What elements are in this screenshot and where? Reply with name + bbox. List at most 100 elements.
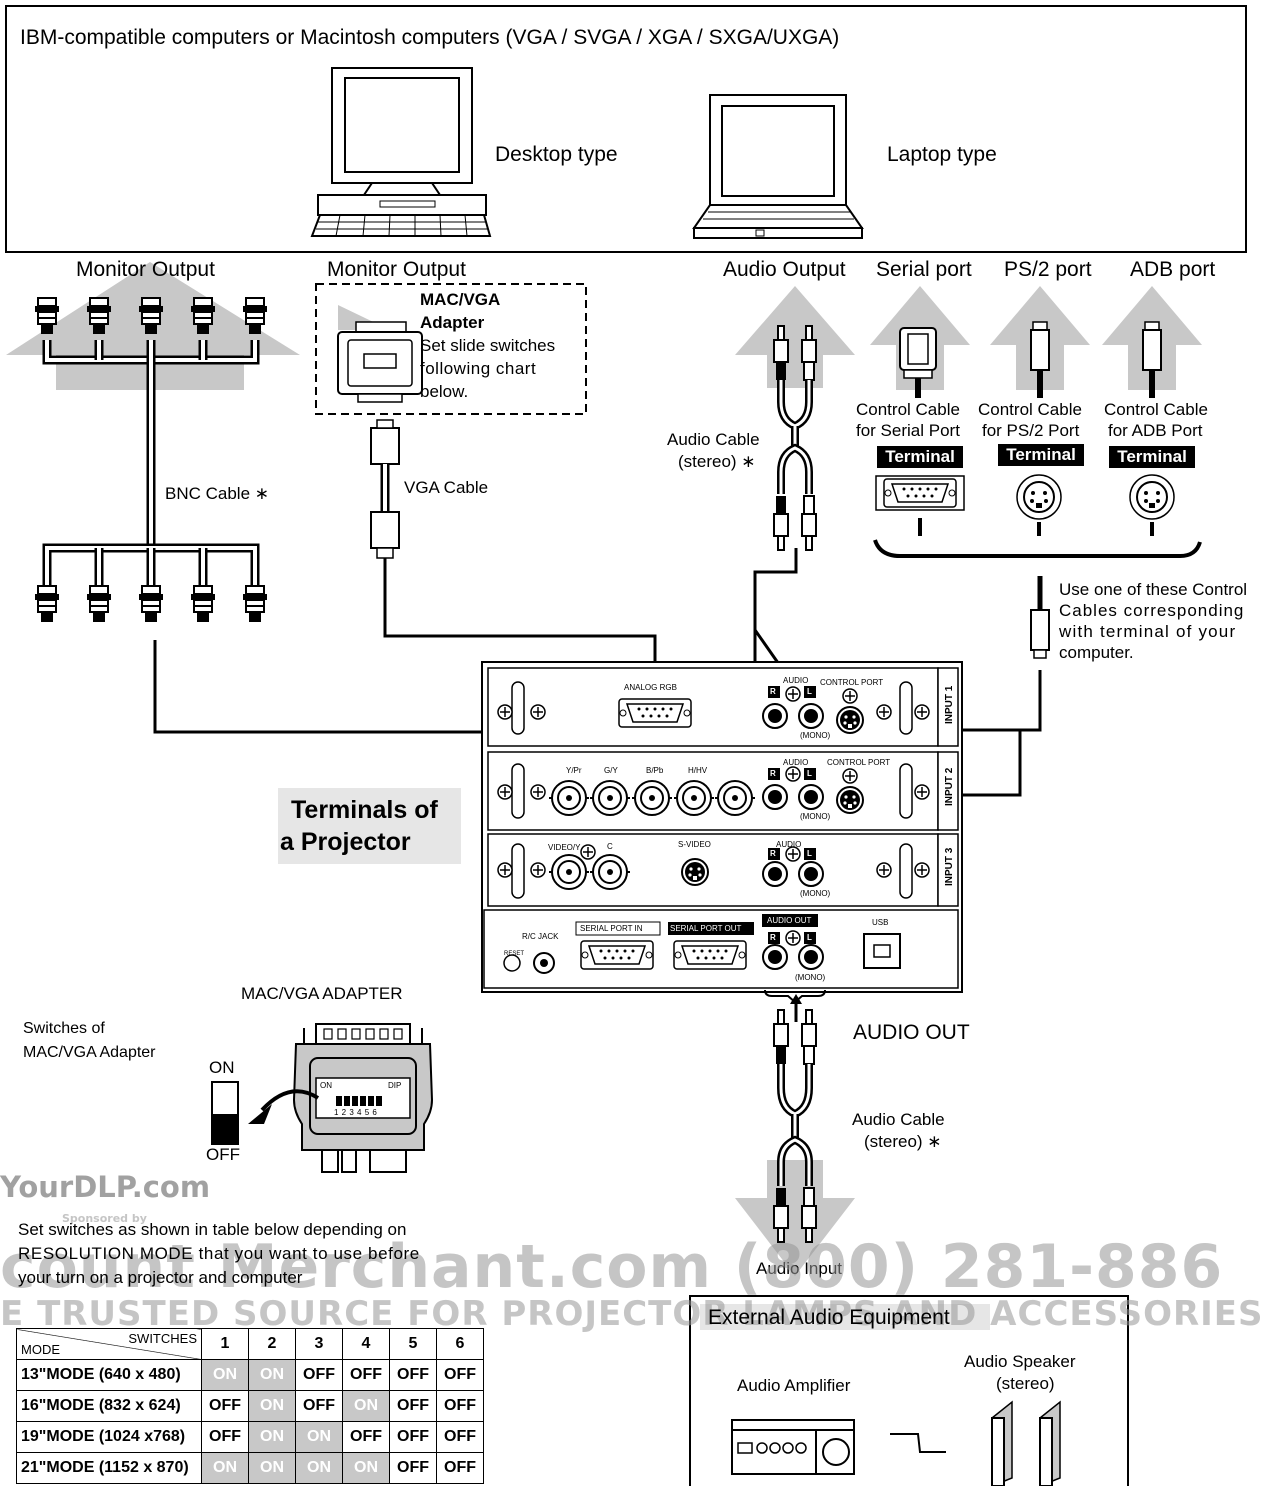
corner-mode-label: MODE [21, 1342, 60, 1357]
l-label-1: L [807, 687, 812, 696]
audio-cable-bottom-label-1: Audio Cable [852, 1110, 945, 1129]
switch-cell: ON [295, 1452, 343, 1484]
audio-out-small-label: AUDIO OUT [767, 916, 812, 925]
ps2-terminal-icon [1016, 474, 1062, 536]
h-hv-label: H/HV [688, 766, 708, 775]
instructions-line-2: RESOLUTION MODE that you want to use bef… [18, 1244, 420, 1263]
switch-cell: OFF [389, 1390, 437, 1422]
use-one-note-4: computer. [1059, 643, 1134, 662]
adb-terminal-icon [1129, 474, 1175, 536]
switch-cell: OFF [436, 1452, 484, 1484]
col-header-6: 6 [436, 1328, 484, 1360]
use-one-note-1: Use one of these Control [1059, 580, 1248, 599]
mono-label-4: (MONO) [795, 973, 826, 982]
laptop-label: Laptop type [887, 143, 997, 166]
ps2-port-label: PS/2 port [1004, 258, 1092, 281]
switch-cell: ON [201, 1452, 249, 1484]
input-2-label: INPUT 2 [944, 767, 955, 806]
dip-on-label: ON [320, 1081, 332, 1090]
mono-label-1: (MONO) [800, 731, 831, 740]
speaker-icon [991, 1400, 1061, 1486]
switch-cell: OFF [342, 1421, 390, 1453]
audio-cable-bottom-label-2: (stereo) ∗ [864, 1132, 942, 1151]
l-label-2: L [807, 769, 812, 778]
mono-label-3: (MONO) [800, 889, 831, 898]
g-y-label: G/Y [604, 766, 618, 775]
col-header-2: 2 [248, 1328, 296, 1360]
control-cables-brace [873, 539, 1202, 558]
dip-numbers-label: 1 2 3 4 5 6 [334, 1108, 378, 1117]
switches-label-1: Switches of [23, 1020, 105, 1037]
switch-cell: ON [201, 1359, 249, 1391]
serial-port-out-label: SERIAL PORT OUT [670, 924, 742, 933]
s-video-label: S-VIDEO [678, 840, 711, 849]
mac-vga-adapter-icon [337, 321, 423, 403]
switch-cell: OFF [342, 1359, 390, 1391]
computers-frame [5, 5, 1247, 253]
amplifier-label: Audio Amplifier [737, 1376, 851, 1395]
control-port-label-1: CONTROL PORT [820, 678, 884, 687]
switch-cell: ON [248, 1390, 296, 1422]
watermark-sponsored: Sponsored by [62, 1212, 147, 1225]
dip-label: DIP [388, 1081, 402, 1090]
table-row: 13"MODE (640 x 480) ON ON OFF OFF OFF OF… [16, 1359, 484, 1391]
y-pr-label: Y/Pr [566, 766, 582, 775]
watermark-merchant: count Merchant.com (800) 281-886 [0, 1232, 1224, 1302]
input-1-label: INPUT 1 [944, 685, 955, 724]
control-port-label-2: CONTROL PORT [827, 758, 891, 767]
analog-rgb-label: ANALOG RGB [624, 683, 677, 692]
slide-switch-icon [211, 1081, 239, 1145]
switch-cell: OFF [201, 1421, 249, 1453]
bnc-connectors-bottom [34, 585, 268, 623]
serial-terminal-icon [875, 475, 965, 536]
input-3-label: INPUT 3 [944, 847, 955, 886]
adapter-note-title-2: Adapter [420, 313, 485, 332]
corner-switches-label: SWITCHES [128, 1331, 197, 1346]
monitor-output-label-2: Monitor Output [327, 258, 466, 281]
instructions-line-1: Set switches as shown in table below dep… [18, 1220, 407, 1239]
col-header-4: 4 [342, 1328, 390, 1360]
adb-port-label: ADB port [1130, 258, 1216, 281]
vga-cable-label: VGA Cable [404, 478, 489, 497]
adapter-note-line-5: below. [420, 382, 469, 401]
terminal-badge-ps2: Terminal [998, 444, 1084, 466]
b-pb-label: B/Pb [646, 766, 664, 775]
mac-vga-adapter-detail-icon [292, 1023, 434, 1173]
switch-cell: ON [248, 1359, 296, 1391]
c-label: C [607, 842, 613, 851]
switch-cell: OFF [389, 1359, 437, 1391]
r-label-4: R [770, 933, 776, 942]
switch-cell: OFF [436, 1390, 484, 1422]
audio-cable-top-label-1: Audio Cable [667, 430, 760, 449]
audio-input-label: Audio Input [756, 1259, 843, 1278]
switch-cell: OFF [389, 1421, 437, 1453]
monitor-output-label-1: Monitor Output [76, 258, 215, 281]
control-cable-ps2-2: for PS/2 Port [982, 421, 1080, 440]
use-one-note-2: Cables corresponding [1059, 601, 1245, 620]
ps2-control-cable [1030, 321, 1050, 398]
serial-control-cable [899, 327, 937, 398]
mode-cell: 13"MODE (640 x 480) [16, 1359, 202, 1391]
control-cable-adb-1: Control Cable [1104, 400, 1208, 419]
switch-cell: ON [342, 1390, 390, 1422]
audio-cable-bottom [773, 994, 817, 1243]
switch-on-label: ON [209, 1058, 235, 1077]
switch-cell: ON [248, 1452, 296, 1484]
video-y-label: VIDEO/Y [548, 843, 581, 852]
speaker-label-1: Audio Speaker [964, 1352, 1076, 1371]
switch-cell: OFF [436, 1421, 484, 1453]
switch-arrow [260, 1089, 320, 1112]
speaker-label-2: (stereo) [996, 1374, 1055, 1393]
mono-label-2: (MONO) [800, 812, 831, 821]
switch-cell: ON [295, 1421, 343, 1453]
serial-port-in-label: SERIAL PORT IN [580, 924, 643, 933]
reset-label: RESET [504, 951, 525, 957]
mode-cell: 19"MODE (1024 x768) [16, 1421, 202, 1453]
use-one-note-3: with terminal of your [1059, 622, 1237, 641]
terminal-badge-serial: Terminal [877, 446, 963, 468]
speaker-wire [890, 1433, 946, 1453]
audio-cable-top-label-2: (stereo) ∗ [678, 452, 756, 471]
projector-caption-2: a Projector [280, 828, 411, 856]
switch-cell: OFF [201, 1390, 249, 1422]
